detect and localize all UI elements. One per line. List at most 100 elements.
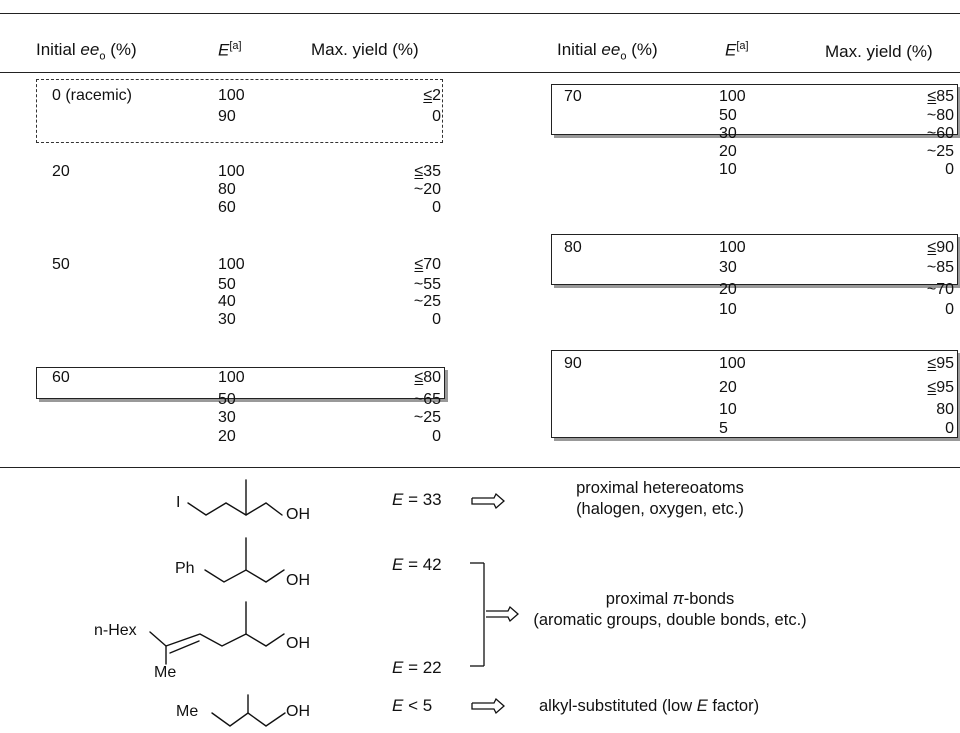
e-cell: 30 bbox=[218, 311, 236, 328]
e-cell: 100 bbox=[719, 355, 746, 372]
yield-cell: 0 bbox=[874, 300, 954, 320]
yield-cell: ≤35 bbox=[361, 162, 441, 182]
header-right-e: E[a] bbox=[725, 40, 749, 60]
yield-cell: ~70 bbox=[874, 280, 954, 300]
yield-value: ~65 bbox=[413, 391, 441, 408]
note-pi-bonds: proximal π-bonds (aromatic groups, doubl… bbox=[533, 590, 807, 629]
e-cell: 40 bbox=[218, 293, 236, 310]
yield-prefix: ≤ bbox=[414, 256, 424, 273]
note-heteroatoms: proximal hetereoatoms (halogen, oxygen, … bbox=[576, 479, 744, 518]
yield-cell: 0 bbox=[361, 310, 441, 330]
structure3-double bbox=[169, 640, 200, 654]
s3-methyl: Me bbox=[154, 664, 177, 681]
e-cell: 50 bbox=[218, 276, 236, 293]
yield-prefix: ≤ bbox=[927, 355, 937, 372]
e-value-4: E < 5 bbox=[392, 696, 433, 715]
e-cell: 5 bbox=[719, 420, 728, 437]
yield-cell: 0 bbox=[361, 427, 441, 447]
yield-value: ~80 bbox=[926, 107, 954, 124]
yield-cell: ~25 bbox=[361, 292, 441, 312]
s3-hydroxyl: OH bbox=[286, 635, 310, 652]
yield-value: ~25 bbox=[926, 143, 954, 160]
structures-svg bbox=[149, 479, 519, 727]
yield-cell: ~20 bbox=[361, 180, 441, 200]
header-right-yield: Max. yield (%) bbox=[825, 42, 933, 61]
box-ee90 bbox=[551, 350, 958, 438]
ee-cell: 60 bbox=[52, 369, 70, 386]
yield-prefix: ≤ bbox=[927, 239, 937, 256]
yield-value: ~25 bbox=[413, 293, 441, 310]
box-ee70 bbox=[551, 84, 958, 135]
arrow3 bbox=[471, 697, 505, 715]
yield-cell: 80 bbox=[874, 400, 954, 420]
structure2-bonds bbox=[204, 569, 285, 583]
yield-cell: ~65 bbox=[361, 390, 441, 410]
e-cell: 100 bbox=[719, 88, 746, 105]
e-cell: 10 bbox=[719, 161, 737, 178]
ee-cell: 0 (racemic) bbox=[52, 87, 133, 104]
s4-hydroxyl: OH bbox=[286, 703, 310, 720]
e-cell: 100 bbox=[218, 369, 245, 386]
yield-cell: ≤90 bbox=[874, 238, 954, 258]
structure3-bonds bbox=[149, 631, 285, 647]
racemic-box bbox=[36, 79, 443, 143]
yield-value: 85 bbox=[936, 88, 954, 105]
ee-cell: 90 bbox=[564, 355, 582, 372]
e-cell: 60 bbox=[218, 199, 236, 216]
structure4-bonds bbox=[211, 712, 286, 727]
e-cell: 20 bbox=[719, 281, 737, 298]
e-cell: 100 bbox=[218, 256, 245, 273]
yield-cell: ~55 bbox=[361, 275, 441, 295]
e-cell: 100 bbox=[218, 163, 245, 180]
yield-prefix: ≤ bbox=[423, 87, 433, 104]
ee-cell: 70 bbox=[564, 88, 582, 105]
ee-cell: 80 bbox=[564, 239, 582, 256]
e-cell: 20 bbox=[218, 428, 236, 445]
e-cell: 20 bbox=[719, 379, 737, 396]
ee-cell: 50 bbox=[52, 256, 70, 273]
yield-value: ~25 bbox=[413, 409, 441, 426]
yield-value: 2 bbox=[432, 87, 441, 104]
box-ee60 bbox=[36, 367, 445, 399]
yield-value: 0 bbox=[432, 108, 441, 125]
e-cell: 30 bbox=[719, 259, 737, 276]
yield-cell: ≤85 bbox=[874, 87, 954, 107]
e-cell: 20 bbox=[719, 143, 737, 160]
yield-cell: 0 bbox=[874, 419, 954, 439]
yield-value: 80 bbox=[423, 369, 441, 386]
yield-value: 35 bbox=[423, 163, 441, 180]
arrow2 bbox=[486, 605, 519, 623]
yield-cell: ≤95 bbox=[874, 378, 954, 398]
yield-cell: ≤80 bbox=[361, 368, 441, 388]
yield-value: 0 bbox=[945, 301, 954, 318]
yield-value: 70 bbox=[423, 256, 441, 273]
yield-cell: 0 bbox=[361, 198, 441, 218]
yield-prefix: ≤ bbox=[927, 379, 937, 396]
yield-value: 95 bbox=[936, 379, 954, 396]
yield-cell: ~25 bbox=[361, 408, 441, 428]
top-rule bbox=[0, 13, 960, 15]
e-cell: 100 bbox=[218, 87, 245, 104]
yield-cell: ~60 bbox=[874, 124, 954, 144]
box-ee80 bbox=[551, 234, 958, 285]
yield-cell: ≤2 bbox=[361, 86, 441, 106]
e-cell: 80 bbox=[218, 181, 236, 198]
e-cell: 30 bbox=[719, 125, 737, 142]
yield-cell: 0 bbox=[874, 160, 954, 180]
yield-cell: ≤70 bbox=[361, 255, 441, 275]
yield-value: ~85 bbox=[926, 259, 954, 276]
header-left-ee: Initial eeo (%) bbox=[36, 40, 137, 63]
yield-cell: 0 bbox=[361, 107, 441, 127]
ee-cell: 20 bbox=[52, 163, 70, 180]
yield-prefix: ≤ bbox=[927, 88, 937, 105]
e-value-1: E = 33 bbox=[392, 490, 442, 509]
e-cell: 100 bbox=[719, 239, 746, 256]
s2-phenyl: Ph bbox=[175, 560, 195, 577]
yield-value: 90 bbox=[936, 239, 954, 256]
yield-prefix: ≤ bbox=[414, 369, 424, 386]
yield-value: ~20 bbox=[413, 181, 441, 198]
yield-value: ~60 bbox=[926, 125, 954, 142]
structure1-bonds bbox=[187, 502, 283, 516]
e-cell: 10 bbox=[719, 301, 737, 318]
header-left-e: E[a] bbox=[218, 40, 242, 60]
